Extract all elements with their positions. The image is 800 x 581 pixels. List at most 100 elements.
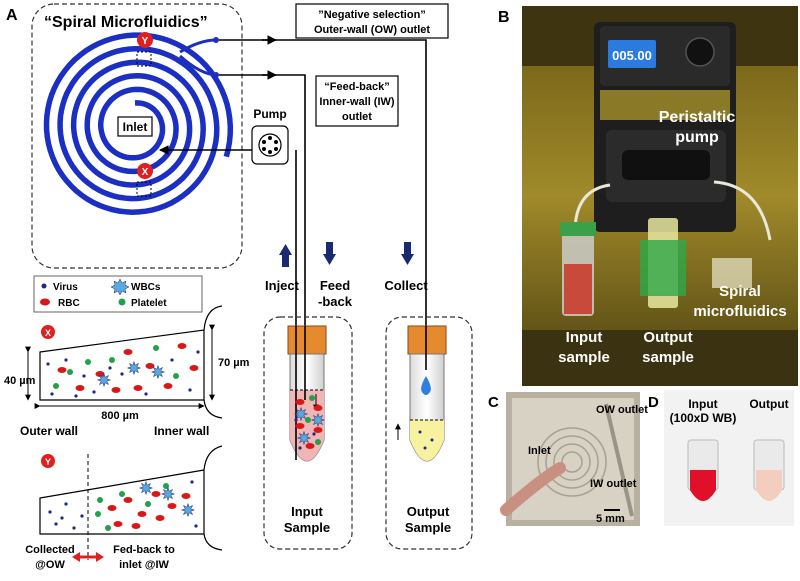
rbc-cell bbox=[305, 443, 315, 449]
rbc-cell bbox=[167, 503, 177, 509]
virus-particle bbox=[48, 510, 52, 514]
virus-particle bbox=[144, 392, 148, 396]
section-y-box bbox=[136, 51, 152, 67]
collected-label-1: Collected bbox=[25, 544, 75, 556]
rbc-cell bbox=[313, 427, 323, 433]
photo-d-input-2: (100xD WB) bbox=[670, 411, 737, 425]
virus-particle bbox=[194, 524, 198, 528]
rbc-cell bbox=[113, 521, 123, 527]
output-tube bbox=[395, 325, 447, 462]
platelet-cell bbox=[315, 439, 321, 445]
marker-x-text: X bbox=[142, 167, 149, 178]
spiral-title: “Spiral Microfluidics” bbox=[44, 14, 208, 31]
virus-particle bbox=[120, 372, 124, 376]
panel-a-label: A bbox=[6, 7, 18, 24]
rbc-cell bbox=[123, 349, 133, 355]
iw-outlet-port bbox=[213, 72, 219, 78]
rbc-cell bbox=[57, 367, 67, 373]
rbc-cell bbox=[189, 365, 199, 371]
photo-d-output: Output bbox=[749, 397, 788, 411]
photo-b-pump-label-1: Peristaltic bbox=[659, 109, 736, 126]
photo-d-input-1: Input bbox=[688, 397, 717, 411]
virus-particle bbox=[72, 526, 76, 530]
rbc-cell bbox=[75, 385, 85, 391]
virus-particle bbox=[60, 516, 64, 520]
output-sample-box bbox=[385, 316, 473, 550]
feedback-arrow-icon bbox=[323, 242, 336, 265]
virus-particle bbox=[54, 522, 58, 526]
wbc-cell bbox=[296, 430, 312, 446]
ow-tube bbox=[219, 39, 427, 400]
virus-particle bbox=[108, 366, 112, 370]
rbc-cell bbox=[133, 385, 143, 391]
feedback-label-2: -back bbox=[318, 294, 353, 309]
ow-outlet-box bbox=[295, 3, 449, 39]
cross-section-x bbox=[39, 329, 205, 401]
outer-wall-label: Outer wall bbox=[20, 424, 78, 438]
platelet-cell bbox=[163, 483, 169, 489]
iw-box-line1: “Feed-back” bbox=[324, 81, 389, 93]
marker-y-text: Y bbox=[142, 36, 149, 47]
ow-outlet-port bbox=[213, 37, 219, 43]
rbc-cell bbox=[95, 371, 105, 377]
fedback-label-2: inlet @IW bbox=[119, 559, 169, 571]
rbc-cell bbox=[145, 363, 155, 369]
virus-particle bbox=[80, 514, 84, 518]
input-tube bbox=[287, 325, 327, 462]
virus-particle bbox=[64, 502, 68, 506]
platelet-cell bbox=[85, 359, 91, 365]
inlet-label: Inlet bbox=[123, 120, 148, 134]
iw-outlet-box bbox=[315, 75, 399, 127]
wbc-cell bbox=[310, 412, 326, 428]
photo-b-spiral-label-1: Spiral bbox=[719, 283, 761, 300]
photo-b: 005.00 bbox=[522, 6, 798, 386]
platelet-cell bbox=[173, 373, 179, 379]
ow-box-line2: Outer-wall (OW) outlet bbox=[314, 24, 430, 36]
photo-c-inlet: Inlet bbox=[528, 445, 551, 457]
virus-particle bbox=[170, 358, 174, 362]
rbc-cell bbox=[137, 511, 147, 517]
virus-particle bbox=[190, 480, 194, 484]
legend-rbc: RBC bbox=[58, 298, 80, 309]
legend-wbc-icon bbox=[110, 278, 130, 296]
photo-b-spiral-label-2: microfluidics bbox=[693, 303, 786, 320]
wbc-cell bbox=[150, 364, 166, 380]
platelet-cell bbox=[153, 345, 159, 351]
platelet-cell bbox=[305, 417, 311, 423]
virus-particle bbox=[50, 392, 54, 396]
virus-particle bbox=[92, 390, 96, 394]
legend-rbc-icon bbox=[40, 298, 50, 306]
virus-particle bbox=[298, 446, 302, 450]
marker-y-section-text: Y bbox=[45, 457, 51, 467]
inject-arrow-icon bbox=[279, 244, 292, 267]
height-right-label: 70 µm bbox=[218, 357, 250, 369]
wbc-cell bbox=[180, 502, 196, 518]
wbc-cell bbox=[96, 372, 112, 388]
tubing bbox=[159, 39, 427, 400]
input-sample-label-1: Input bbox=[291, 504, 323, 519]
legend-platelet-icon bbox=[118, 298, 126, 306]
rbc-cell bbox=[177, 343, 187, 349]
platelet-cell bbox=[97, 497, 103, 503]
photo-c-scale: 5 mm bbox=[596, 513, 625, 525]
legend-virus-icon bbox=[41, 283, 47, 289]
marker-x-section-text: X bbox=[45, 328, 51, 338]
photo-b-output-label-2: sample bbox=[642, 349, 694, 366]
platelet-cell bbox=[109, 357, 115, 363]
marker-x-bottom: X bbox=[137, 163, 153, 179]
inject-label: Inject bbox=[265, 278, 300, 293]
width-label: 800 µm bbox=[101, 410, 139, 422]
photo-c bbox=[500, 392, 640, 526]
photo-b-pump-label-2: pump bbox=[675, 129, 719, 146]
pump-display: 005.00 bbox=[612, 48, 652, 63]
marker-y-section: Y bbox=[41, 454, 55, 468]
ow-box-line1: ”Negative selection” bbox=[318, 9, 426, 21]
panel-c-label: C bbox=[488, 394, 499, 411]
wbc-cell bbox=[138, 480, 154, 496]
virus-particle bbox=[294, 418, 298, 422]
rbc-cell bbox=[111, 387, 121, 393]
panel-d-label: D bbox=[648, 394, 659, 411]
output-sample-label-2: Sample bbox=[405, 520, 451, 535]
iw-box-line3: outlet bbox=[342, 111, 372, 123]
